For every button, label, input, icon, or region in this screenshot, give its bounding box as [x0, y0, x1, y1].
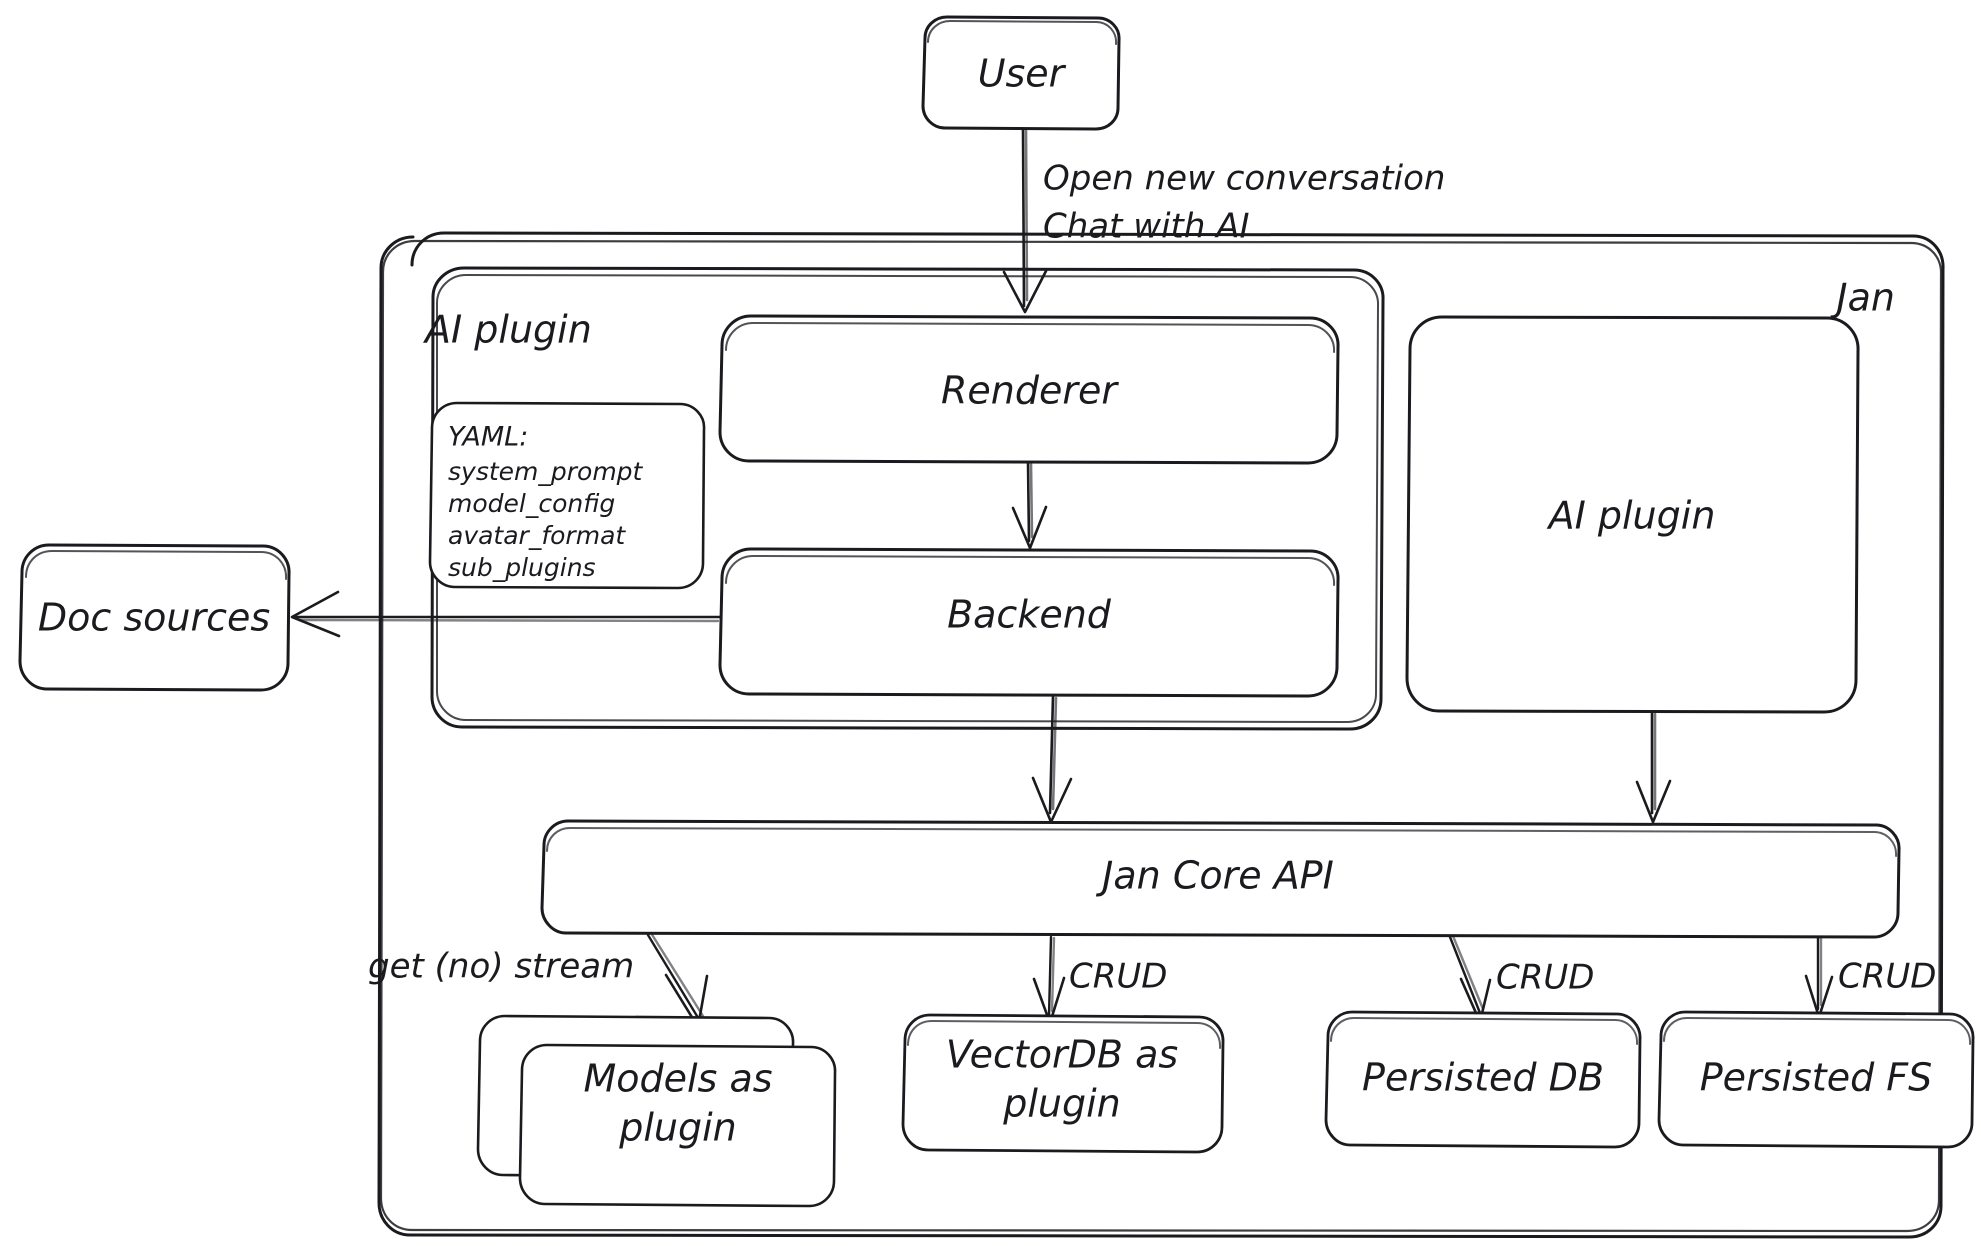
edge-user-to-renderer: Open new conversation Chat with AI: [1002, 127, 1445, 314]
edge-renderer-to-backend: [1011, 461, 1048, 550]
jan-container-label: Jan: [1829, 276, 1895, 320]
node-renderer-label: Renderer: [941, 369, 1119, 413]
node-vectordb-as-plugin-label-line1: VectorDB as: [946, 1033, 1178, 1077]
node-backend-label: Backend: [947, 593, 1112, 637]
node-vectordb-as-plugin[interactable]: VectorDB as plugin: [901, 1013, 1225, 1154]
edge-user-to-renderer-label-line1: Open new conversation: [1043, 159, 1445, 199]
edge-core-to-vectordb: CRUD: [1032, 935, 1167, 1025]
edge-core-to-persisted-fs-label: CRUD: [1838, 957, 1936, 997]
node-renderer[interactable]: Renderer: [718, 314, 1340, 465]
edge-core-to-models: get (no) stream: [368, 931, 709, 1029]
node-jan-core-api-label: Jan Core API: [1095, 854, 1334, 898]
node-models-as-plugin[interactable]: Models as plugin: [476, 1014, 837, 1208]
yaml-note-key-0: system_prompt: [448, 457, 644, 486]
yaml-note-key-2: avatar_format: [448, 521, 626, 550]
node-jan-core-api[interactable]: Jan Core API: [540, 819, 1901, 939]
node-ai-plugin-box-label: AI plugin: [1546, 494, 1716, 538]
edge-backend-to-doc-sources: [290, 590, 722, 638]
ai-plugin-group[interactable]: AI plugin: [422, 266, 1385, 731]
node-backend[interactable]: Backend: [718, 547, 1340, 698]
ai-plugin-group-label: AI plugin: [422, 308, 592, 352]
node-persisted-fs-label: Persisted FS: [1700, 1056, 1933, 1100]
edge-backend-to-core: [1031, 694, 1073, 824]
edge-ai-plugin-to-core: [1635, 710, 1672, 824]
jan-container[interactable]: Jan: [377, 231, 1945, 1239]
yaml-note-key-1: model_config: [448, 489, 615, 518]
node-vectordb-as-plugin-label-line2: plugin: [1002, 1082, 1121, 1126]
yaml-note-box[interactable]: YAML: system_prompt model_config avatar_…: [428, 401, 706, 590]
node-persisted-db[interactable]: Persisted DB: [1324, 1010, 1642, 1149]
edge-core-to-models-label: get (no) stream: [368, 947, 634, 987]
node-user[interactable]: User: [921, 15, 1121, 131]
node-persisted-db-label: Persisted DB: [1362, 1056, 1604, 1100]
node-ai-plugin-box[interactable]: AI plugin: [1405, 315, 1860, 714]
node-doc-sources-label: Doc sources: [38, 596, 270, 640]
yaml-note-heading: YAML:: [448, 422, 528, 453]
node-user-label: User: [978, 52, 1067, 96]
node-persisted-fs[interactable]: Persisted FS: [1657, 1010, 1975, 1149]
node-models-as-plugin-label-line2: plugin: [618, 1106, 737, 1150]
node-doc-sources[interactable]: Doc sources: [18, 543, 291, 692]
edge-core-to-persisted-fs: CRUD: [1804, 935, 1936, 1019]
yaml-note-key-3: sub_plugins: [448, 553, 596, 582]
edge-core-to-vectordb-label: CRUD: [1069, 957, 1167, 997]
node-models-as-plugin-label-line1: Models as: [583, 1057, 772, 1101]
edge-core-to-persisted-db-label: CRUD: [1496, 958, 1594, 998]
edge-core-to-persisted-db: CRUD: [1448, 934, 1594, 1024]
edge-user-to-renderer-label-line2: Chat with AI: [1043, 207, 1250, 247]
